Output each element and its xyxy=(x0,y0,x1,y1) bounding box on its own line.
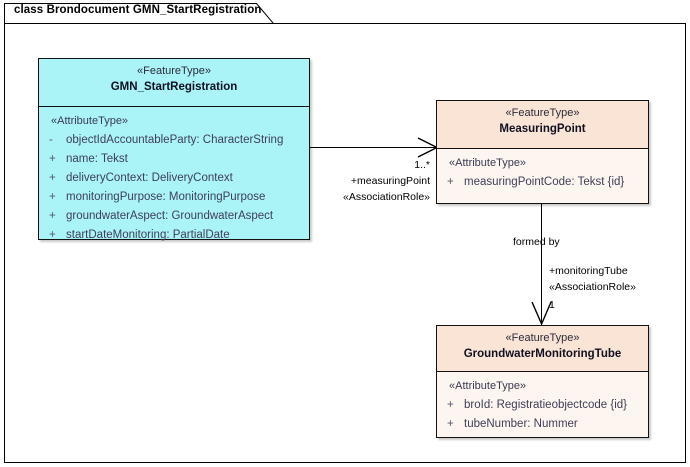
attribute-stereotype: «AttributeType» xyxy=(449,157,527,169)
association-multiplicity-measuring-point: 1..* xyxy=(414,159,430,171)
class-name: GMN_StartRegistration xyxy=(110,81,238,93)
diagram-title: class Brondocument GMN_StartRegistration xyxy=(14,4,262,16)
attribute-text: measuringPointCode: Tekst {id} xyxy=(464,176,625,188)
visibility-marker: + xyxy=(49,229,56,241)
visibility-marker: + xyxy=(447,418,454,430)
class-name: GroundwaterMonitoringTube xyxy=(463,348,622,360)
attribute-text: monitoringPurpose: MonitoringPurpose xyxy=(66,191,266,203)
association-stereotype-monitoring-tube: «AssociationRole» xyxy=(549,281,636,293)
attribute-text: tubeNumber: Nummer xyxy=(464,418,578,430)
class-box-gmn-start-registration[interactable]: «FeatureType» GMN_StartRegistration «Att… xyxy=(38,58,310,241)
class-stereotype: «FeatureType» xyxy=(137,65,211,77)
attribute-text: name: Tekst xyxy=(66,153,128,165)
attribute-text: broId: Registratieobjectcode {id} xyxy=(464,399,628,411)
attribute-stereotype: «AttributeType» xyxy=(449,380,527,392)
attribute-row: + tubeNumber: Nummer xyxy=(437,415,648,434)
attribute-row: + name: Tekst xyxy=(39,150,309,169)
visibility-marker: + xyxy=(447,399,454,411)
attribute-text: deliveryContext: DeliveryContext xyxy=(66,172,233,184)
class-header-gmn-start-registration: «FeatureType» GMN_StartRegistration xyxy=(39,59,309,107)
attribute-compartment-groundwater-monitoring-tube: «AttributeType» + broId: Registratieobje… xyxy=(437,372,648,438)
association-line-measuring-point xyxy=(310,147,436,149)
attribute-compartment-gmn-start-registration: «AttributeType» - objectIdAccountablePar… xyxy=(39,107,309,249)
open-arrowhead-monitoring-tube xyxy=(531,301,552,326)
class-stereotype: «FeatureType» xyxy=(505,107,580,119)
attribute-stereotype: «AttributeType» xyxy=(51,115,129,127)
attribute-row: + measuringPointCode: Tekst {id} xyxy=(437,173,648,192)
attribute-text: objectIdAccountableParty: CharacterStrin… xyxy=(66,134,284,146)
attribute-row: + startDateMonitoring: PartialDate xyxy=(39,226,309,245)
class-stereotype: «FeatureType» xyxy=(505,332,580,344)
attribute-row: - objectIdAccountableParty: CharacterStr… xyxy=(39,131,309,150)
attribute-text: startDateMonitoring: PartialDate xyxy=(66,229,230,241)
visibility-marker: + xyxy=(49,153,56,165)
attribute-row: + broId: Registratieobjectcode {id} xyxy=(437,396,648,415)
attribute-row: + monitoringPurpose: MonitoringPurpose xyxy=(39,188,309,207)
association-name-formed-by: formed by xyxy=(513,236,560,248)
visibility-marker: + xyxy=(49,172,56,184)
attribute-row: + deliveryContext: DeliveryContext xyxy=(39,169,309,188)
visibility-marker: + xyxy=(49,191,56,203)
visibility-marker: - xyxy=(49,134,53,146)
class-header-measuring-point: «FeatureType» MeasuringPoint xyxy=(437,101,648,149)
association-line-monitoring-tube xyxy=(541,203,543,325)
association-multiplicity-monitoring-tube: 1 xyxy=(549,299,555,311)
association-role-monitoring-tube: +monitoringTube xyxy=(549,265,628,277)
diagram-frame xyxy=(4,23,686,463)
class-header-groundwater-monitoring-tube: «FeatureType» GroundwaterMonitoringTube xyxy=(437,326,648,372)
class-name: MeasuringPoint xyxy=(499,123,586,135)
class-box-measuring-point[interactable]: «FeatureType» MeasuringPoint «AttributeT… xyxy=(436,100,649,204)
attribute-text: groundwaterAspect: GroundwaterAspect xyxy=(66,210,274,222)
visibility-marker: + xyxy=(49,210,56,222)
attribute-row: + groundwaterAspect: GroundwaterAspect xyxy=(39,207,309,226)
class-box-groundwater-monitoring-tube[interactable]: «FeatureType» GroundwaterMonitoringTube … xyxy=(436,325,649,438)
frame-top-border xyxy=(272,23,686,24)
association-role-measuring-point: +measuringPoint xyxy=(350,175,430,187)
visibility-marker: + xyxy=(447,176,454,188)
association-stereotype-measuring-point: «AssociationRole» xyxy=(343,191,430,203)
attribute-compartment-measuring-point: «AttributeType» + measuringPointCode: Te… xyxy=(437,149,648,196)
